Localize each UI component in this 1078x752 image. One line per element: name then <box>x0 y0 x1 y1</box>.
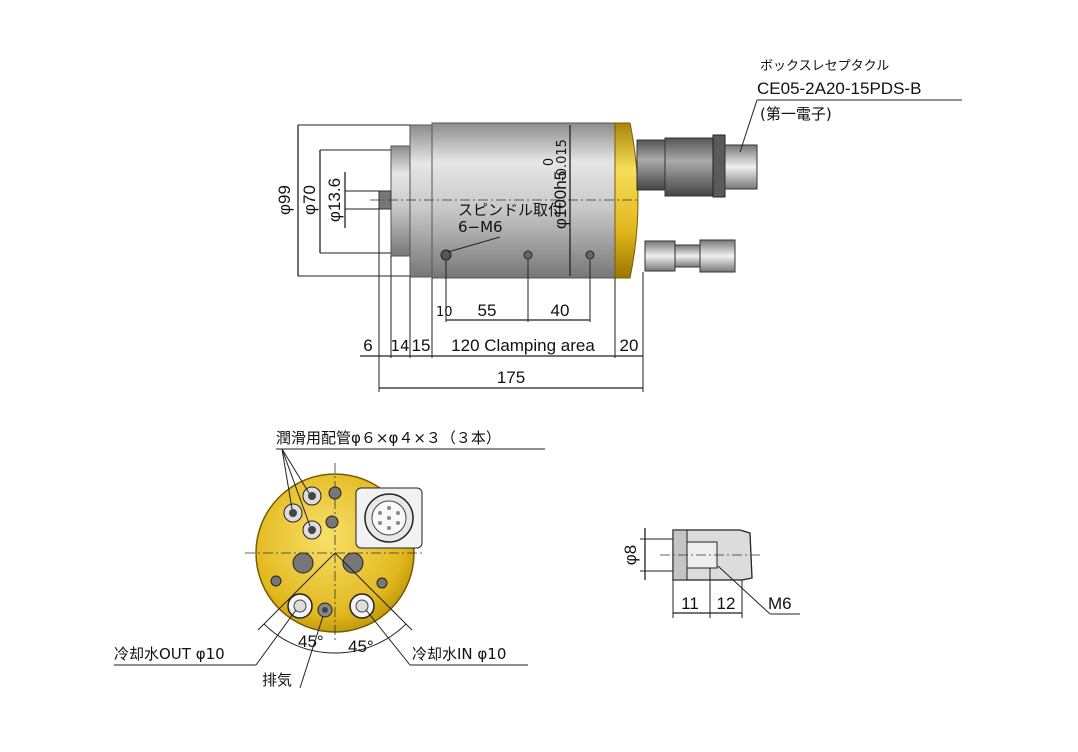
mount-hole <box>523 250 533 260</box>
coolant-hose <box>699 239 736 273</box>
lube-fitting <box>302 520 322 540</box>
housing-body <box>431 122 616 279</box>
dim-55: 55 <box>478 301 497 320</box>
connector-flange <box>712 134 726 198</box>
dim-120: 120 Clamping area <box>451 336 595 355</box>
lube-fitting <box>302 486 322 506</box>
coolant-fitting-hex <box>644 240 676 272</box>
lube-fitting <box>283 503 303 523</box>
dim-12: 12 <box>717 594 736 613</box>
callout-line2: CE05-2A20-15PDS-B <box>757 79 921 98</box>
dim-175: 175 <box>497 368 525 387</box>
rear-brass-cap <box>614 122 639 279</box>
coolant-fitting-body <box>674 244 701 268</box>
tol-lower: -0.015 <box>555 139 570 181</box>
nose-cap <box>390 145 412 257</box>
mount-label-1: スピンドル取付 <box>458 201 563 219</box>
coolant-in-label: 冷却水IN φ10 <box>412 645 506 663</box>
rear-view: 潤滑用配管φ６×φ４×３（３本） 45° 45° 冷却水OUT φ10 冷却水I… <box>114 429 545 689</box>
mount-label-2: 6−M6 <box>458 218 503 236</box>
fitting-view: φ8 11 12 M6 <box>621 528 800 618</box>
coolant-out-label: 冷却水OUT φ10 <box>114 645 225 663</box>
dim-phi8: φ8 <box>621 545 640 565</box>
mount-hole <box>585 250 595 260</box>
connector-plug <box>724 144 758 190</box>
angle-left: 45° <box>298 632 324 651</box>
connector-base <box>636 139 666 191</box>
tol-upper: 0 <box>542 158 557 166</box>
dim-20: 20 <box>620 336 639 355</box>
connector-callout: ボックスレセプタクル CE05-2A20-15PDS-B (第一電子) <box>739 59 962 153</box>
callout-line3: (第一電子) <box>760 105 832 123</box>
coolant-out-port <box>287 593 313 619</box>
dim-phi99: φ99 <box>275 185 294 215</box>
dim-phi70: φ70 <box>300 185 319 215</box>
dim-phi100h5: φ100h5 <box>551 171 570 229</box>
nose-flange <box>409 124 433 278</box>
lube-label: 潤滑用配管φ６×φ４×３（３本） <box>276 429 501 447</box>
dim-m6: M6 <box>768 594 792 613</box>
coolant-in-port <box>349 593 375 619</box>
callout-line1: ボックスレセプタクル <box>760 59 889 74</box>
dim-40: 40 <box>551 301 570 320</box>
dim-14: 14 <box>390 337 409 355</box>
angle-right: 45° <box>348 637 374 656</box>
dim-6: 6 <box>363 336 372 355</box>
connector-body <box>664 137 714 197</box>
dim-10: 10 <box>436 305 453 320</box>
side-view: φ99 φ70 φ13.6 φ100h5 0 -0.015 スピンドル取付 6−… <box>275 122 758 392</box>
dim-phi13-6: φ13.6 <box>325 178 344 222</box>
exhaust-label: 排気 <box>262 671 292 689</box>
dim-11: 11 <box>681 594 699 613</box>
exhaust-port <box>317 602 333 618</box>
dim-15: 15 <box>412 336 431 355</box>
